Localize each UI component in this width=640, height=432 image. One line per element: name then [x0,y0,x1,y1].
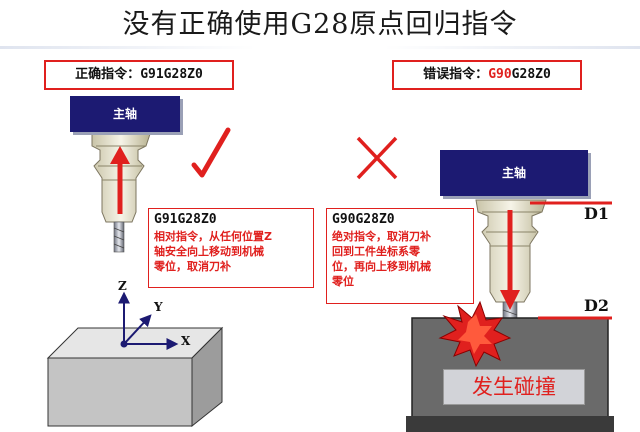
axis-y-label: Y [154,300,163,314]
wrong-command-prefix: 错误指令： [423,67,489,82]
d1-label: D1 [584,204,610,223]
right-note-line: 位，再向上移到机械 [332,260,431,273]
left-note-line: 相对指令，从任何位置Z [154,230,272,243]
left-note-body: 相对指令，从任何位置Z 轴安全向上移动到机械 零位，取消刀补 [154,229,309,274]
correct-command-code: G91G28Z0 [140,67,203,82]
d2-label: D2 [584,296,610,315]
correct-command-label: 正确指令：G91G28Z0 [44,60,234,90]
right-note-body: 绝对指令，取消刀补 回到工件坐标系零 位，再向上移到机械 零位 [332,229,469,289]
right-note-line: 零位 [332,275,354,288]
wrong-command-label: 错误指令：G90G28Z0 [392,60,582,90]
left-workpiece-block [46,326,224,428]
right-note-line: 绝对指令，取消刀补 [332,230,431,243]
page-title: 没有正确使用G28原点回归指令 [122,9,518,40]
collision-label: 发生碰撞 [443,369,585,405]
wrong-command-code-rest: G28Z0 [511,67,551,82]
right-spindle-label: 主轴 [501,166,526,180]
left-note-line: 零位，取消刀补 [154,260,231,273]
right-down-arrow-head [500,290,520,310]
right-note-head: G90G28Z0 [332,212,395,227]
collision-burst-icon [438,300,512,368]
cross-mark-icon [356,136,398,180]
correct-command-prefix: 正确指令： [75,67,141,82]
left-note-head: G91G28Z0 [154,212,217,227]
axis-z-label: Z [118,279,127,293]
check-mark-icon [191,127,231,178]
right-note-line: 回到工件坐标系零 [332,245,420,258]
left-explanation-note: G91G28Z0 相对指令，从任何位置Z 轴安全向上移动到机械 零位，取消刀补 [148,208,314,288]
left-note-line: 轴安全向上移动到机械 [154,245,264,258]
wrong-command-code-highlight: G90 [488,67,512,82]
left-spindle: 主轴 [70,96,180,132]
right-spindle: 主轴 [440,150,588,196]
right-explanation-note: G90G28Z0 绝对指令，取消刀补 回到工件坐标系零 位，再向上移到机械 零位 [326,208,474,304]
title-divider [0,46,640,49]
left-up-arrow-head [110,146,130,164]
coordinate-axes [118,291,179,350]
axis-x-label: X [181,334,191,348]
left-spindle-label: 主轴 [112,107,137,121]
